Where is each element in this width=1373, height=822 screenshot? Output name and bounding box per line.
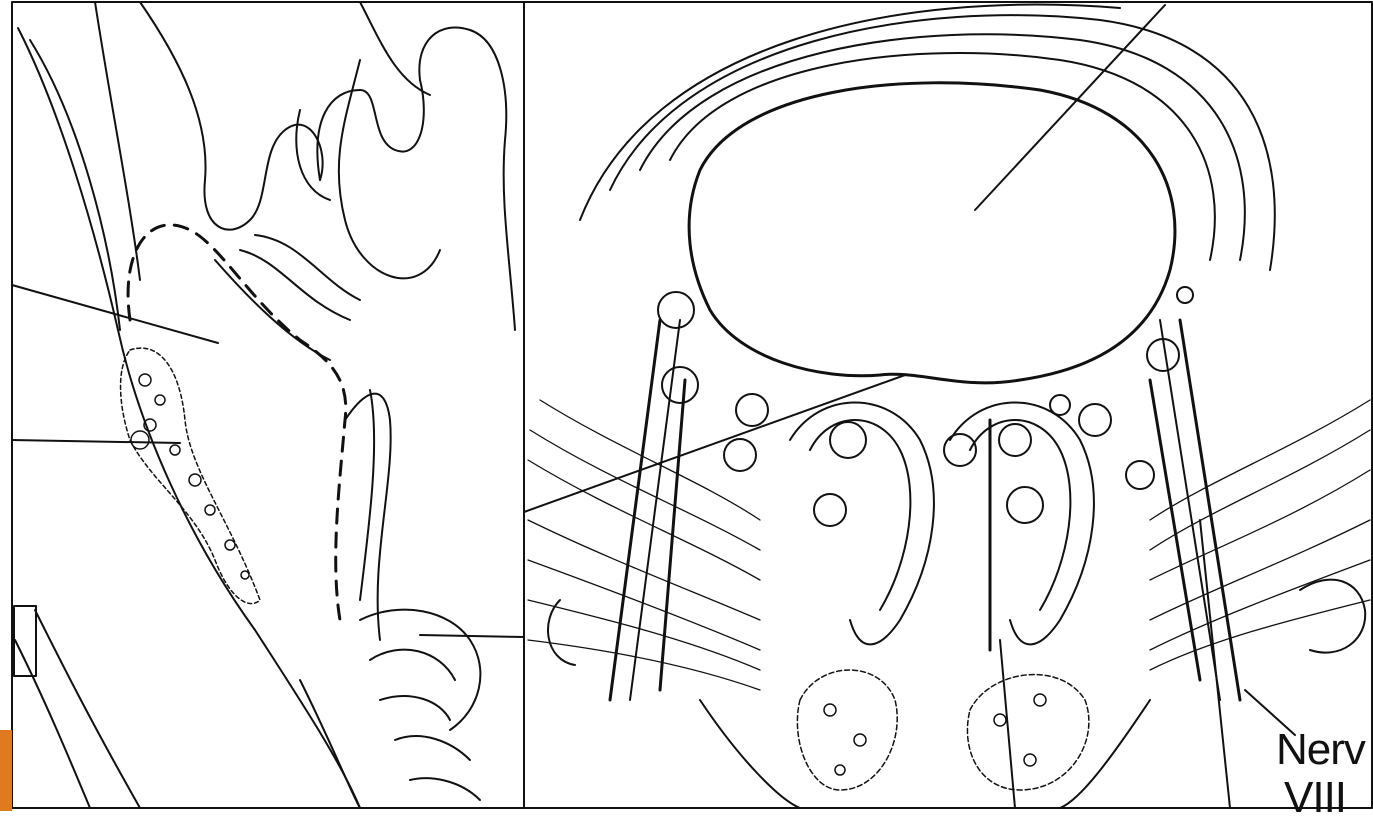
right-panel-frame xyxy=(524,2,1372,808)
viii-label: VIII xyxy=(1284,776,1346,820)
pyramid-nuclei xyxy=(797,670,1088,790)
olive-nucleus xyxy=(121,348,260,604)
nerve-label: Nerv xyxy=(1276,728,1365,772)
nuclei-circles xyxy=(658,287,1193,526)
brainstem-outline-inner xyxy=(95,2,140,280)
right-panel-cross-section xyxy=(524,5,1370,808)
pointer-oblique xyxy=(524,375,905,512)
ventricle-cavity xyxy=(689,83,1175,383)
brainstem-outline-outer xyxy=(18,28,360,808)
cerebellum-folia xyxy=(140,2,515,360)
left-lobe xyxy=(790,403,934,645)
orange-accent-bar xyxy=(0,730,12,811)
radiating-fibres xyxy=(528,400,1370,690)
pointer-line-2 xyxy=(12,440,180,443)
pointer-ventricle xyxy=(975,5,1165,210)
bottom-left-block xyxy=(14,606,36,676)
left-panel-frame xyxy=(12,2,524,808)
left-panel-sagittal xyxy=(12,2,524,808)
pointer-line-3 xyxy=(420,635,524,637)
